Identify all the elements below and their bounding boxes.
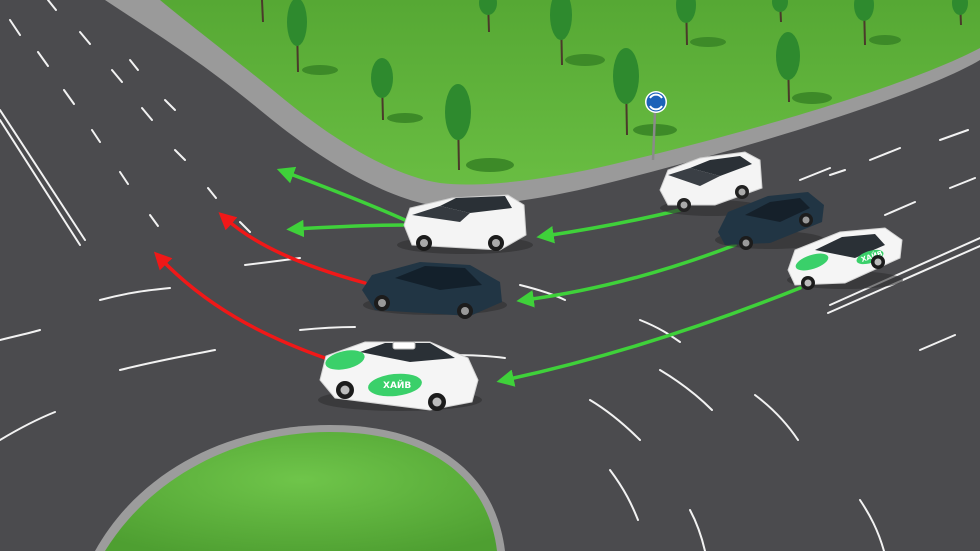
tree-icon: [772, 0, 788, 23]
tree-icon: [445, 84, 514, 172]
taxi-right: ХАЙВ: [787, 227, 903, 290]
arrow-allowed: [536, 208, 682, 244]
allowed-arrows: [276, 166, 802, 387]
arrow-forbidden: [153, 251, 327, 360]
arrow-allowed: [496, 286, 802, 387]
tree-icon: [261, 0, 264, 23]
blue-sedan-middle: [362, 262, 507, 319]
tree-icon: [776, 32, 832, 104]
taxi-front: ХАЙВ: [318, 341, 482, 411]
arrow-allowed: [516, 243, 737, 308]
tree-icon: [479, 0, 497, 33]
white-suv-middle: [397, 194, 533, 254]
tree-icon: [550, 0, 605, 66]
roundabout-island: [105, 432, 497, 551]
forbidden-arrows: [153, 212, 367, 360]
tree-icon: [287, 0, 338, 75]
tree-icon: [854, 0, 901, 46]
taxi-front-label: ХАЙВ: [383, 379, 411, 391]
arrow-forbidden: [218, 212, 367, 285]
roundabout-sign-icon: [645, 91, 667, 161]
tree-icon: [371, 58, 423, 123]
tree-row: [261, 0, 968, 172]
blue-sedan-right: [715, 192, 825, 250]
tree-icon: [676, 0, 726, 47]
grass-block: [160, 0, 980, 185]
arrow-allowed: [276, 166, 407, 222]
tree-icon: [952, 0, 968, 26]
arrow-allowed: [286, 219, 407, 238]
